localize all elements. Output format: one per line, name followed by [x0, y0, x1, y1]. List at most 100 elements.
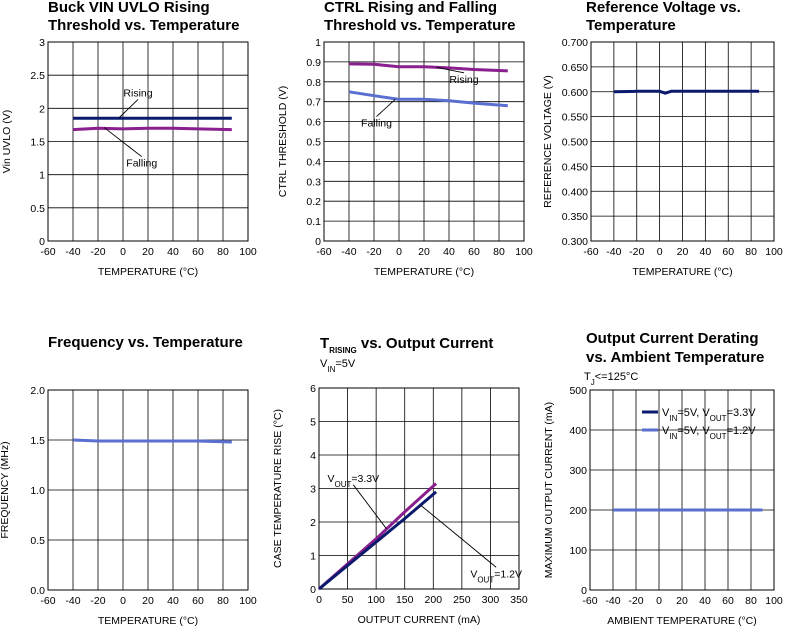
series-line	[348, 90, 508, 108]
x-tick-label: 80	[745, 246, 757, 258]
legend-label: VIN=5V, VOUT=1.2V	[662, 425, 756, 441]
legend-label: VIN=5V, VOUT=3.3V	[662, 407, 756, 423]
y-tick-label: 5	[310, 417, 316, 429]
x-tick-label: 0	[396, 246, 402, 258]
y-tick-label: 0	[315, 236, 321, 248]
y-tick-label: 0.6	[306, 117, 321, 129]
y-tick-label: 3	[39, 37, 45, 49]
y-tick-label: 0.1	[306, 216, 321, 228]
series-line	[318, 490, 438, 591]
series-line	[348, 62, 508, 73]
x-tick-label: -40	[65, 595, 80, 607]
series-line	[72, 438, 232, 444]
x-tick-label: 40	[167, 246, 179, 258]
x-tick-label: 80	[217, 246, 229, 258]
y-tick-label: 0	[310, 584, 316, 596]
annotation-label: Rising	[449, 74, 478, 86]
y-tick-label: 2	[310, 517, 316, 529]
x-tick-label: 100	[239, 246, 257, 258]
y-tick-label: 1.5	[30, 435, 45, 447]
y-axis-label: MAXIMUM OUTPUT CURRENT (mA)	[543, 402, 555, 578]
y-tick-label: 0.600	[562, 87, 588, 99]
chart-subtitle: VIN=5V	[320, 358, 356, 374]
y-tick-label: 0.700	[562, 37, 588, 49]
y-tick-label: 1	[315, 37, 321, 49]
y-axis-label: Vin UVLO (V)	[1, 110, 13, 173]
y-tick-label: 2.0	[30, 385, 45, 397]
x-tick-label: -20	[90, 595, 105, 607]
y-tick-label: 0.550	[562, 112, 588, 124]
x-tick-label: 20	[418, 246, 430, 258]
plot-frame	[47, 389, 249, 591]
x-tick-label: 40	[699, 595, 711, 607]
x-tick-label: 40	[700, 246, 712, 258]
x-tick-label: 250	[453, 594, 471, 606]
x-tick-label: 60	[192, 246, 204, 258]
plot-frame	[47, 41, 249, 242]
y-tick-label: 0.400	[562, 186, 588, 198]
chart-title: Frequency vs. Temperature	[48, 334, 243, 351]
x-tick-label: 60	[468, 246, 480, 258]
y-tick-label: 500	[569, 385, 587, 397]
x-tick-label: 100	[765, 595, 783, 607]
y-tick-label: 1.0	[30, 485, 45, 497]
y-axis-label: REFERENCE VOLTAGE (V)	[542, 75, 554, 208]
x-axis-label: TEMPERATURE (°C)	[374, 266, 474, 278]
chart-3: Reference Voltage vs.Temperature-60-40-2…	[542, 0, 783, 278]
chart-title: Temperature	[586, 17, 676, 34]
y-tick-label: 0.5	[30, 203, 45, 215]
annotation-leader	[103, 127, 143, 158]
y-tick-label: 0	[39, 236, 45, 248]
annotation-label: Falling	[361, 118, 392, 130]
x-tick-label: 100	[367, 594, 385, 606]
y-tick-label: 1.5	[30, 137, 45, 149]
y-tick-label: 2	[39, 103, 45, 115]
annotation-leader	[352, 484, 387, 529]
plot-frame	[590, 41, 775, 242]
x-tick-label: 100	[239, 595, 257, 607]
y-tick-label: 100	[569, 545, 587, 557]
x-tick-label: 0	[120, 595, 126, 607]
plot-frame	[318, 387, 520, 590]
x-tick-label: 80	[745, 595, 757, 607]
y-tick-label: 200	[569, 505, 587, 517]
x-tick-label: -20	[366, 246, 381, 258]
y-tick-label: 0.8	[306, 77, 321, 89]
x-tick-label: 150	[396, 594, 414, 606]
x-tick-label: 20	[677, 246, 689, 258]
y-tick-label: 0.4	[306, 156, 321, 168]
annotation-label: VOUT=1.2V	[470, 568, 522, 584]
x-tick-label: 60	[722, 246, 734, 258]
annotation-label: Rising	[123, 87, 152, 99]
y-axis-label: CTRL THRESHOLD (V)	[277, 86, 289, 197]
x-tick-label: 100	[765, 246, 783, 258]
y-tick-label: 6	[310, 383, 316, 395]
x-tick-label: 0	[657, 246, 663, 258]
y-tick-label: 0.2	[306, 196, 321, 208]
x-tick-label: -20	[628, 595, 643, 607]
x-tick-label: 20	[142, 246, 154, 258]
annotation-leader	[420, 504, 497, 568]
y-axis-label: CASE TEMPERATURE RISE (°C)	[272, 409, 284, 568]
x-tick-label: 60	[722, 595, 734, 607]
x-tick-label: 20	[142, 595, 154, 607]
x-tick-label: 40	[167, 595, 179, 607]
x-axis-label: TEMPERATURE (°C)	[98, 266, 198, 278]
plot-frame	[589, 389, 775, 591]
x-axis-label: OUTPUT CURRENT (mA)	[358, 614, 481, 626]
annotation-leader	[376, 98, 396, 117]
annotation-label: VOUT=3.3V	[327, 473, 379, 489]
x-tick-label: -60	[582, 595, 597, 607]
y-tick-label: 4	[310, 450, 316, 462]
x-tick-label: 200	[425, 594, 443, 606]
chart-title: TRISING vs. Output Current	[320, 335, 493, 355]
chart-title: CTRL Rising and Falling	[324, 0, 497, 16]
x-tick-label: 20	[676, 595, 688, 607]
y-tick-label: 2.5	[30, 70, 45, 82]
x-axis-label: AMBIENT TEMPERATURE (°C)	[607, 615, 756, 627]
annotation-label: Falling	[126, 158, 157, 170]
